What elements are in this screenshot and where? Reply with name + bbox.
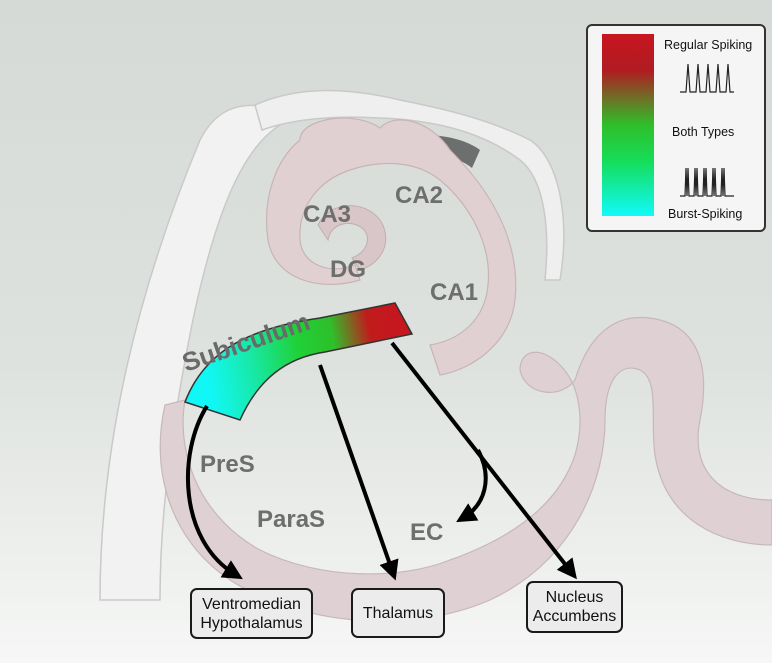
target-accumbens-line1: Nucleus: [545, 589, 604, 606]
legend-burst-spiking: Burst-Spiking: [668, 207, 743, 221]
subiculum-band: [184, 302, 414, 421]
label-ca2: CA2: [395, 182, 443, 209]
legend-regular-spiking: Regular Spiking: [664, 38, 753, 52]
label-dg: DG: [330, 256, 366, 283]
legend-both-types: Both Types: [672, 125, 735, 139]
label-ec: EC: [410, 519, 443, 546]
arrow-to-hypothalamus: [185, 404, 243, 580]
target-box-hypothalamus: Ventromedian Hypothalamus: [190, 588, 313, 639]
label-pres: PreS: [200, 451, 255, 478]
target-box-accumbens: Nucleus Accumbens: [526, 581, 623, 633]
target-accumbens-line2: Accumbens: [532, 608, 617, 625]
arrow-to-thalamus: [318, 364, 399, 581]
arrow-to-ec: [456, 449, 488, 523]
outer-tissue-top: [254, 89, 565, 281]
target-thalamus-label: Thalamus: [362, 604, 434, 622]
legend: Regular Spiking Both Types Burst-Spiking: [586, 24, 766, 232]
label-ca1: CA1: [430, 279, 478, 306]
target-box-thalamus: Thalamus: [351, 588, 445, 638]
burst-spiking-trace-icon: [680, 167, 734, 197]
label-ca3: CA3: [303, 201, 351, 228]
dentate-gyrus: [317, 205, 387, 271]
cornu-ammonis: [265, 117, 517, 376]
regular-spiking-trace-icon: [680, 63, 734, 93]
label-paras: ParaS: [257, 506, 325, 533]
parahippocampal-region: [159, 316, 772, 622]
target-hypothalamus-line1: Ventromedian: [202, 595, 301, 613]
legend-gradient-bar: [602, 34, 654, 216]
target-hypothalamus-line2: Hypothalamus: [200, 614, 303, 632]
